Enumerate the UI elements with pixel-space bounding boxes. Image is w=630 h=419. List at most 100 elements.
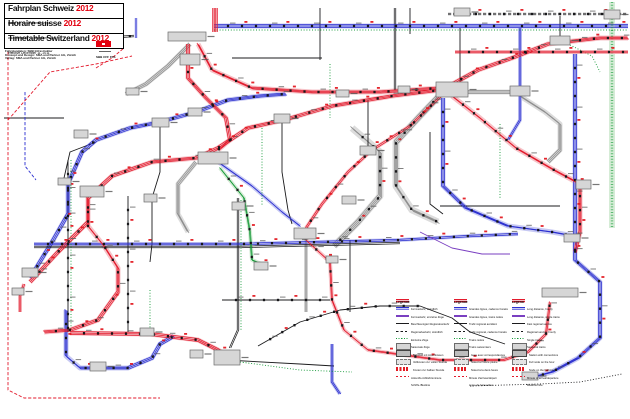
station-label-smudge [337, 183, 344, 185]
station-tick [144, 242, 148, 246]
route-line-gray [177, 161, 197, 233]
route-line-blue [506, 28, 520, 141]
minute-label-mark [412, 21, 416, 23]
minute-label-mark [527, 47, 531, 49]
legend-swatch-line-black [396, 323, 409, 325]
station-label-smudge [386, 237, 392, 238]
hub-label-smudge [241, 356, 249, 359]
hub-station-box [563, 233, 581, 243]
hub-label-smudge [269, 265, 277, 267]
station-tick [284, 241, 288, 245]
minute-label-mark [545, 369, 549, 372]
route-line-gray [394, 90, 442, 221]
legend-swatch-sym-node [512, 350, 527, 358]
station-label-smudge [344, 238, 350, 240]
station-tick [43, 252, 46, 256]
station-tick [579, 50, 583, 54]
station-tick [46, 242, 50, 246]
hub-label-smudge [531, 90, 539, 92]
station-tick [573, 80, 577, 84]
station-label-smudge [229, 123, 236, 125]
minute-label-mark [499, 216, 503, 219]
station-tick [66, 312, 70, 316]
route-line-red [95, 47, 125, 69]
station-tick [480, 234, 483, 237]
minute-label-mark [496, 21, 500, 23]
station-tick [352, 24, 356, 28]
station-label-smudge [84, 148, 90, 150]
station-tick [144, 123, 147, 126]
minute-label-mark [577, 245, 581, 247]
station-tick [66, 189, 70, 192]
station-tick [488, 12, 492, 16]
legend-entry: Ankunfts-/Abfahrtsminute [396, 365, 454, 379]
station-tick [227, 177, 230, 181]
station-tick [409, 124, 412, 127]
route-line-green [239, 361, 353, 373]
station-tick [103, 309, 107, 312]
minute-label-mark [596, 33, 600, 36]
minute-label-mark [390, 347, 393, 350]
legend-swatch-sym-node [396, 350, 411, 358]
station-tick [565, 50, 569, 54]
logo-subtext-smudge [99, 50, 111, 53]
minute-label-mark [264, 259, 268, 262]
legend-swatch-dash-red [512, 376, 525, 378]
station-tick [247, 85, 250, 88]
minute-label-mark [70, 225, 74, 227]
station-tick [324, 24, 328, 28]
station-tick [294, 115, 297, 118]
station-tick [414, 355, 417, 358]
station-tick [228, 139, 231, 142]
legend-swatch-line-violet [512, 315, 525, 317]
route-line-black [228, 198, 238, 349]
station-label-smudge [280, 296, 286, 298]
legend-swatch-band-red [396, 298, 409, 304]
minute-label-mark [167, 155, 171, 158]
station-tick [428, 357, 431, 360]
station-tick [598, 321, 602, 324]
station-tick [394, 142, 398, 145]
station-tick [551, 230, 554, 234]
station-tick [470, 209, 473, 212]
legend-entry: Vollknoten zur vollen Stunde [396, 350, 454, 364]
station-tick [558, 12, 562, 16]
legend-swatch-num-red [454, 367, 467, 371]
station-label-smudge [238, 296, 244, 298]
station-label-smudge [432, 102, 439, 104]
station-tick [104, 135, 107, 138]
station-label-smudge [90, 204, 96, 206]
hub-label-smudge [592, 183, 600, 186]
station-tick [349, 228, 352, 231]
minute-label-mark [190, 67, 194, 69]
station-label-smudge [440, 22, 446, 24]
station-tick [335, 311, 339, 314]
subtitle-en: effective December 11, 2011 [8, 52, 50, 56]
legend-swatch-dash-red [396, 376, 409, 378]
station-tick [530, 12, 534, 16]
hub-station-box [189, 349, 204, 359]
station-tick [201, 93, 204, 96]
station-tick [442, 358, 445, 362]
minute-label-mark [68, 212, 72, 215]
subtitle-fr: valable dès le 11 décembre 2011 [8, 37, 57, 41]
station-tick [372, 349, 375, 352]
minute-label-mark [431, 353, 435, 356]
station-tick [359, 90, 362, 94]
station-tick [112, 297, 115, 300]
minute-label-mark [286, 21, 290, 23]
station-tick [131, 126, 134, 129]
station-tick [126, 250, 130, 254]
station-tick [573, 178, 577, 182]
station-tick [523, 227, 526, 230]
station-tick [366, 24, 370, 28]
station-tick [394, 184, 398, 187]
station-tick [261, 87, 264, 90]
legend-swatch-dash-red [454, 376, 467, 378]
station-label-smudge [218, 240, 224, 242]
legend-entry: Long distance, single trains [512, 305, 570, 318]
minute-label-mark [215, 100, 219, 103]
legend-heading: Legende [396, 301, 410, 305]
station-tick [329, 270, 332, 273]
minute-label-mark [175, 113, 179, 116]
